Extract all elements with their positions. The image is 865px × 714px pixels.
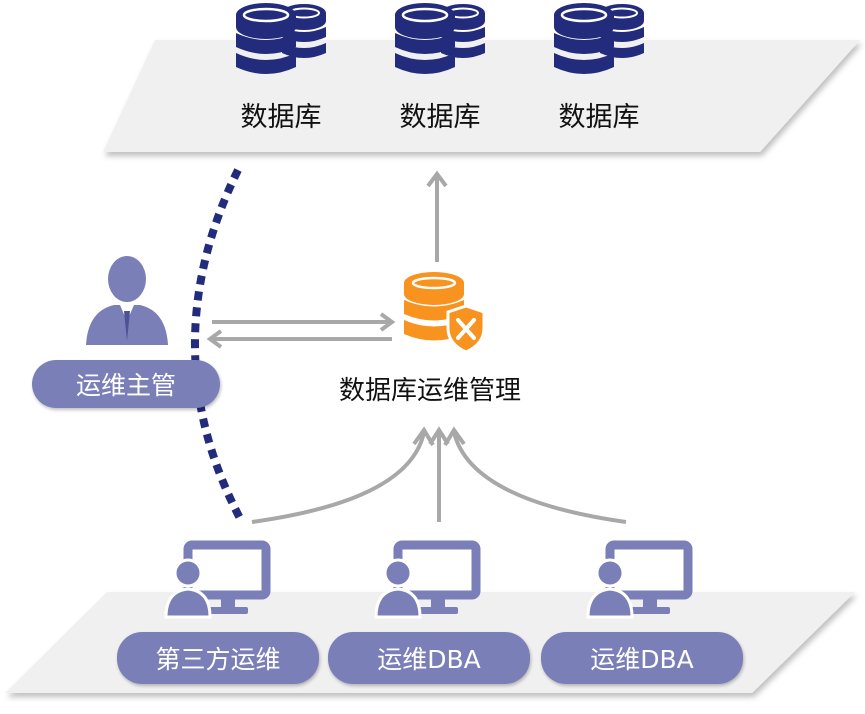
manager-link-arrows bbox=[206, 312, 396, 349]
operator-pill-dba: 运维DBA bbox=[541, 632, 743, 684]
database-shield-icon bbox=[404, 272, 486, 354]
database-platform bbox=[103, 40, 860, 152]
operator-pill-dba: 运维DBA bbox=[328, 632, 530, 684]
user-icon bbox=[86, 256, 168, 345]
manager-pill: 运维主管 bbox=[32, 360, 220, 408]
operator-pill-third-party: 第三方运维 bbox=[117, 632, 319, 684]
database-label: 数据库 bbox=[399, 102, 481, 133]
boundary-dotted-curve bbox=[191, 168, 246, 524]
arrow-to-databases-head bbox=[426, 170, 448, 188]
database-label: 数据库 bbox=[240, 102, 322, 133]
database-label: 数据库 bbox=[558, 102, 640, 133]
ops-management-label: 数据库运维管理 bbox=[338, 376, 522, 406]
operator-arrows bbox=[251, 426, 627, 524]
